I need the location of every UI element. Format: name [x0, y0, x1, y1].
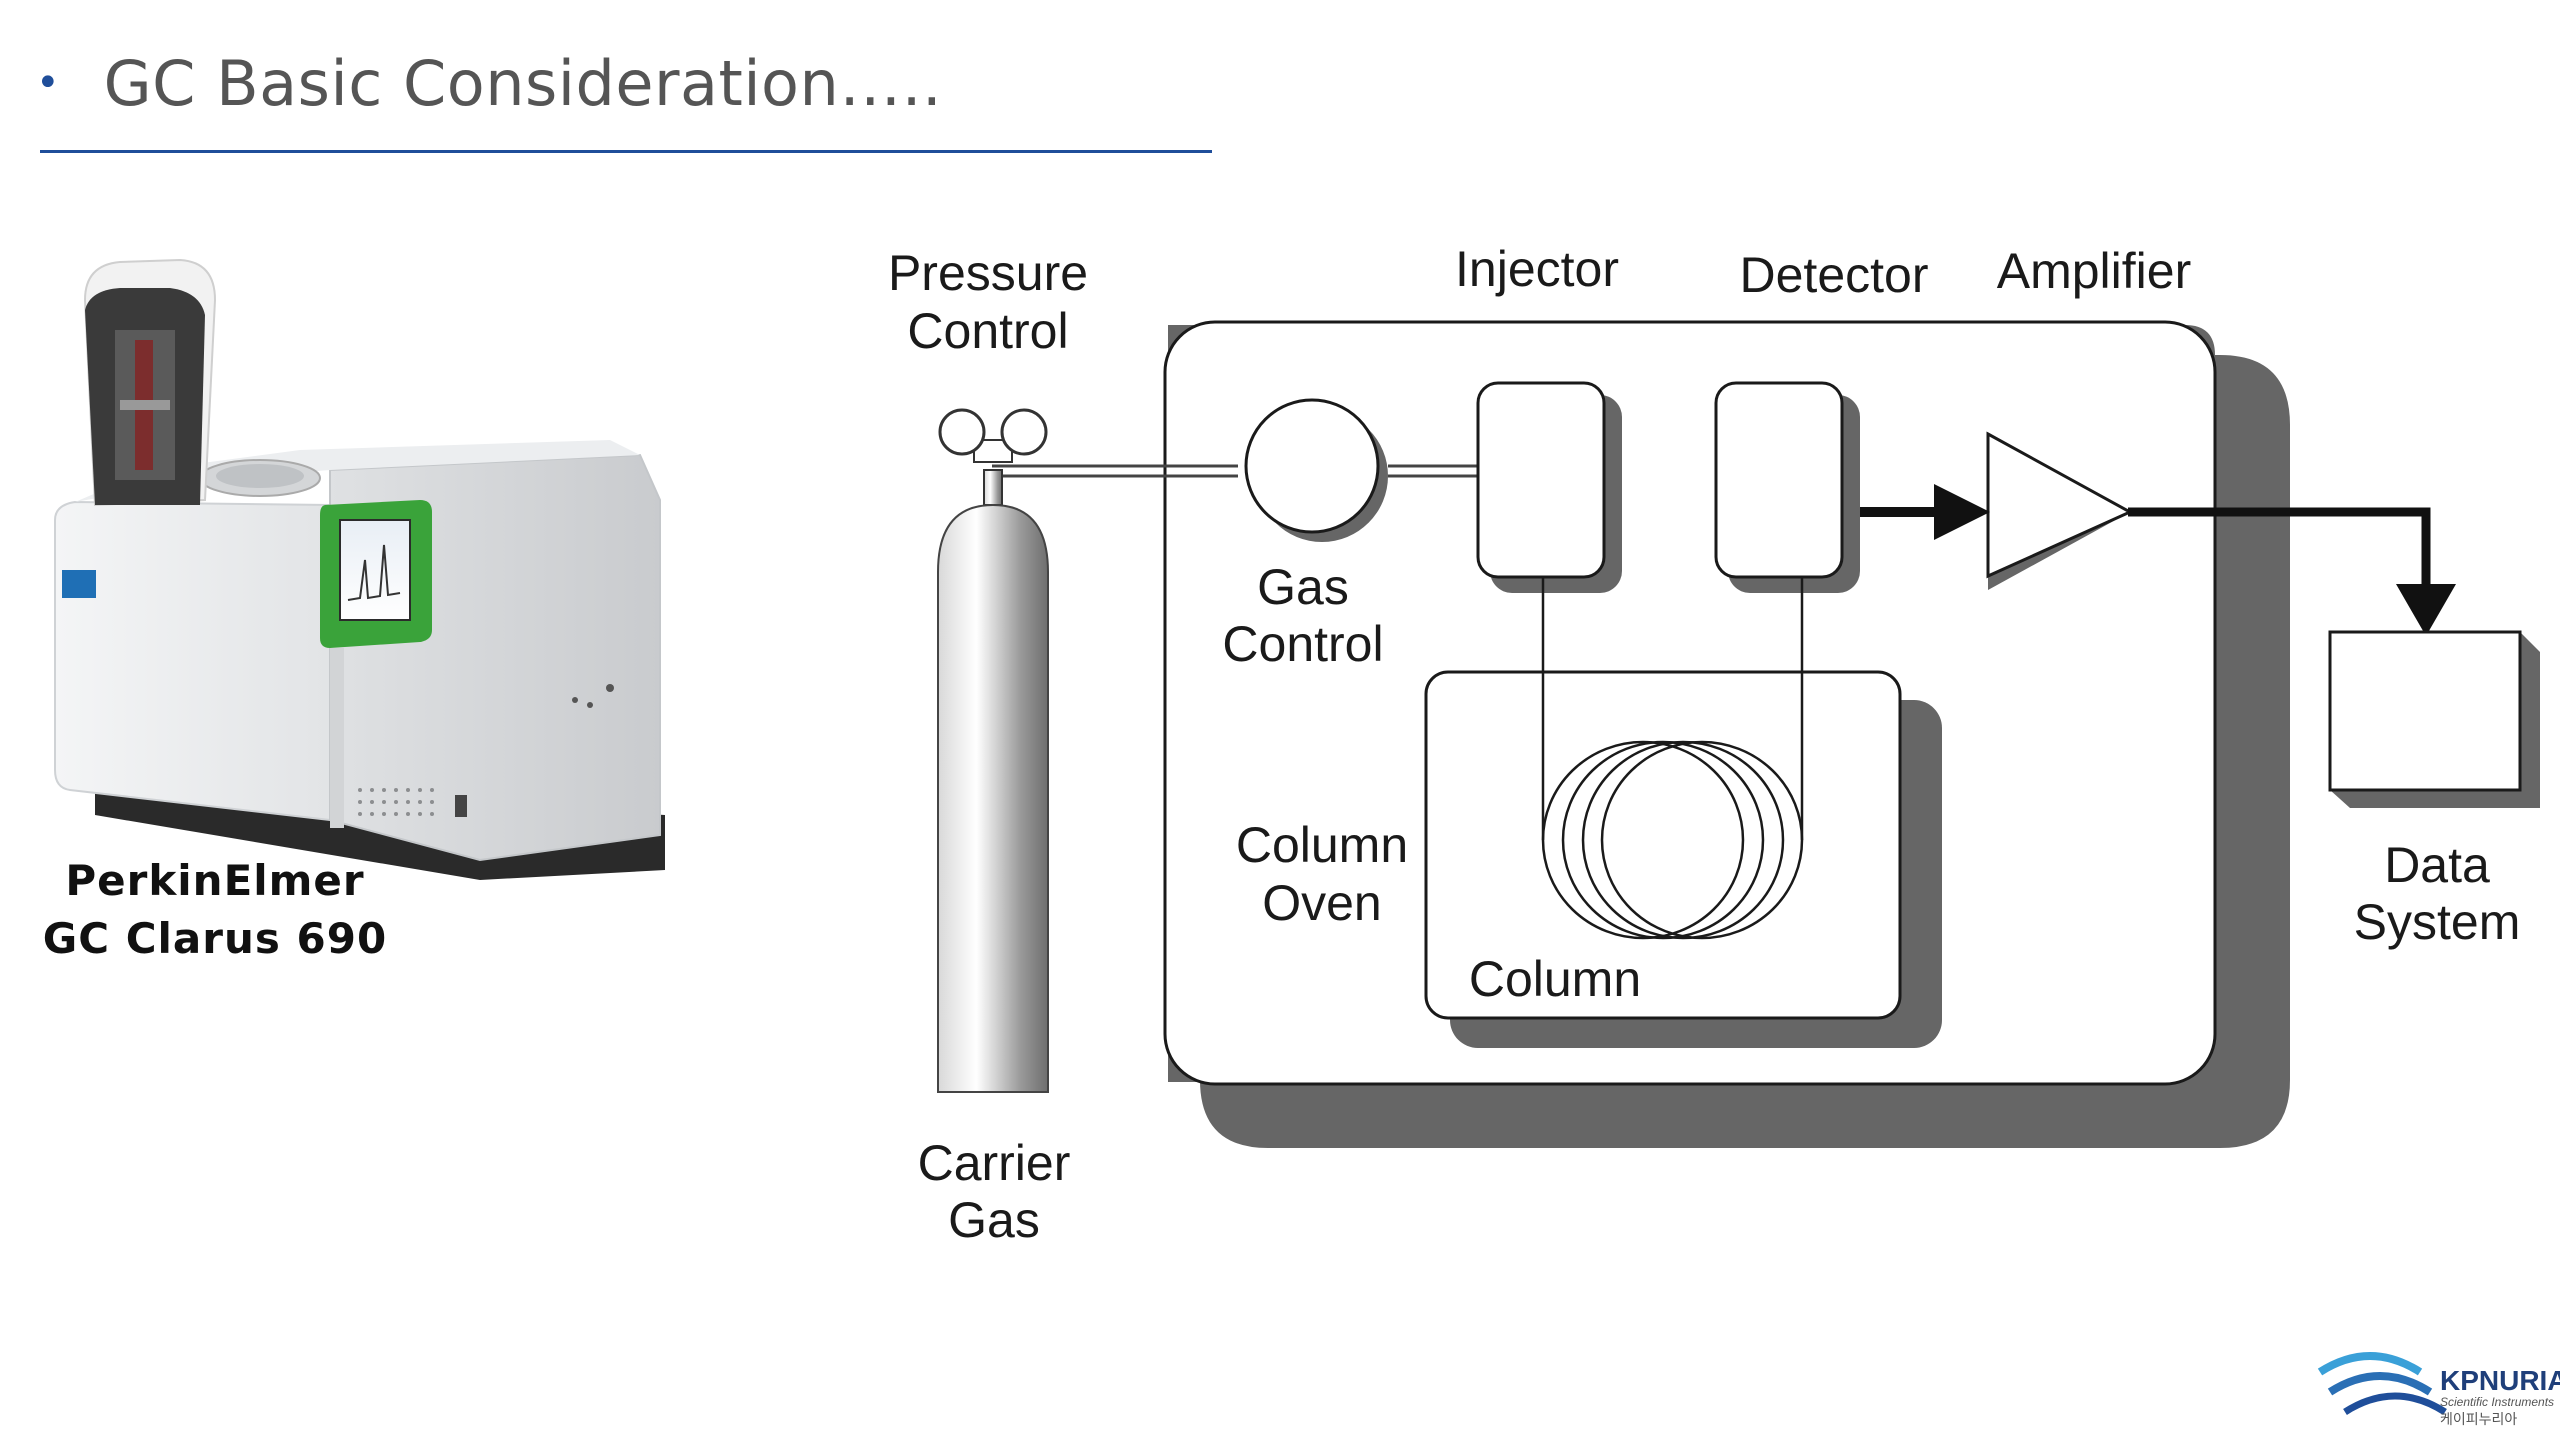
- logo-tagline: Scientific Instruments: [2440, 1395, 2554, 1409]
- gc-instrument-image: [54, 258, 665, 880]
- carrier-gas-label-2: Gas: [948, 1192, 1040, 1248]
- title-row: • GC Basic Consideration…..: [36, 38, 942, 128]
- caption-line-1: PerkinElmer: [65, 856, 365, 905]
- title-underline: [40, 150, 1212, 153]
- gas-control-valve: [1244, 398, 1388, 542]
- detector-box: [1714, 381, 1860, 593]
- data-system-label-1: Data: [2384, 837, 2490, 893]
- data-system-box: [2328, 630, 2540, 808]
- gas-control-label-1: Gas: [1257, 559, 1349, 615]
- page-title: GC Basic Consideration…..: [103, 46, 943, 120]
- data-system-label-2: System: [2354, 894, 2521, 950]
- pressure-control-label-1: Pressure: [888, 245, 1088, 301]
- column-label: Column: [1469, 951, 1641, 1007]
- column-oven-box: [1424, 670, 1942, 1048]
- logo-korean: 케이피누리아: [2440, 1411, 2517, 1427]
- title-bullet: •: [36, 60, 60, 106]
- amplifier-triangle: [1986, 431, 2134, 590]
- carrier-gas-cylinder: [937, 408, 1478, 1093]
- injector-label: Injector: [1455, 241, 1619, 297]
- logo-brand: KPNURIA: [2440, 1365, 2560, 1396]
- column-oven-label-1: Column: [1236, 817, 1408, 873]
- gas-control-label-2: Control: [1222, 616, 1383, 672]
- instrument-caption: PerkinElmer GC Clarus 690: [40, 852, 390, 968]
- signal-arrows: [1860, 484, 2456, 636]
- column-coil: [1541, 577, 1804, 940]
- column-oven-label-2: Oven: [1262, 875, 1382, 931]
- pressure-control-label-2: Control: [907, 303, 1068, 359]
- carrier-gas-label-1: Carrier: [918, 1135, 1071, 1191]
- caption-line-2: GC Clarus 690: [42, 914, 388, 963]
- kpnuria-logo: KPNURIA Scientific Instruments 케이피누리아: [2317, 1352, 2560, 1427]
- amplifier-label: Amplifier: [1997, 243, 2191, 299]
- injector-box: [1476, 381, 1622, 593]
- detector-label: Detector: [1740, 247, 1929, 303]
